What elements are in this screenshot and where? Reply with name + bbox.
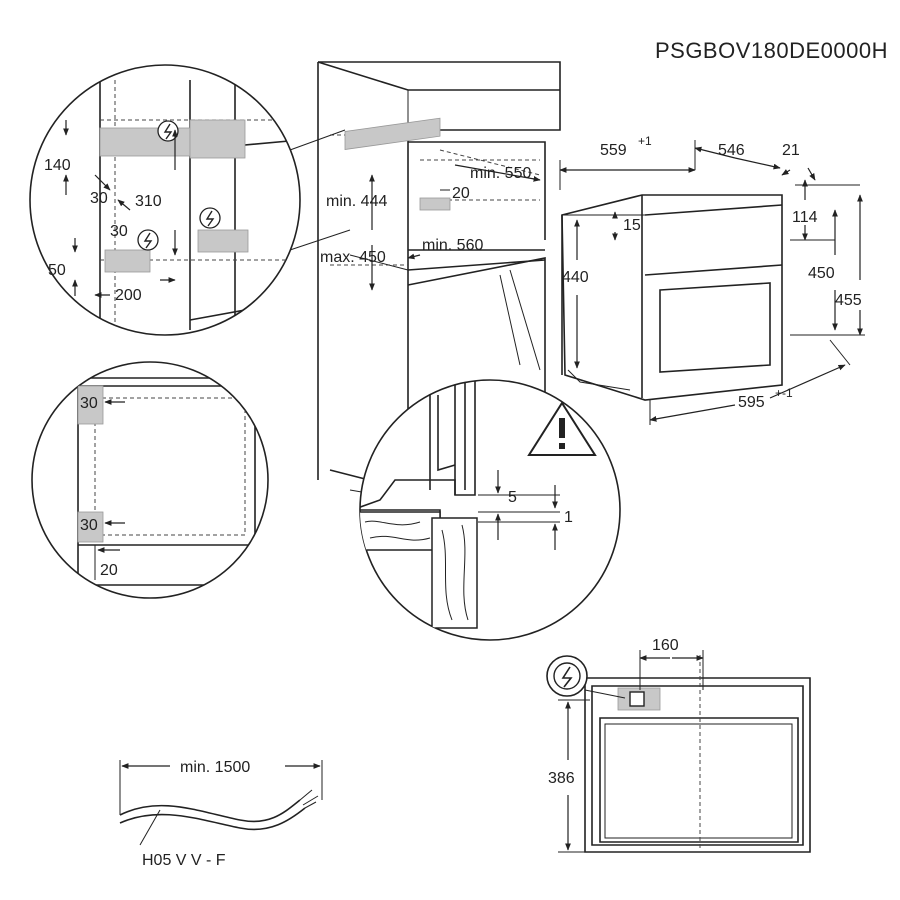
dim-140: 140	[44, 157, 71, 174]
detail-circle-mid-center: 5 1	[359, 379, 621, 641]
dim-height-side: 440	[562, 269, 589, 286]
electric-hazard-icon	[137, 229, 159, 251]
detail-connector-1	[289, 129, 351, 251]
dim-height-front: 455	[835, 292, 862, 309]
cable-min-length: min. 1500	[180, 759, 250, 776]
dim-5: 5	[508, 489, 517, 506]
dim-min-444: min. 444	[326, 193, 387, 210]
dim-50: 50	[48, 262, 66, 279]
front-view-drawing: 160 386	[546, 637, 811, 853]
dim-width-tol: +-1	[775, 386, 793, 400]
model-code: PSGBOV180DE0000H	[655, 38, 888, 63]
dim-310: 310	[135, 193, 162, 210]
detail-connector-2	[499, 269, 541, 371]
dim-30b: 30	[110, 223, 128, 240]
dim-height-body: 450	[808, 265, 835, 282]
dim-30-top: 30	[80, 395, 98, 412]
dim-top-offset: 114	[792, 209, 818, 226]
dim-160: 160	[652, 637, 679, 654]
oven-drawing: 559 +1 546 21 114 450 455 440 15 595 +-1	[559, 134, 865, 425]
dim-depth-total: 559	[600, 142, 627, 159]
dim-1: 1	[564, 509, 573, 526]
cable-type: H05 V V - F	[142, 852, 226, 869]
dim-200: 200	[115, 287, 142, 304]
dim-30a: 30	[90, 190, 108, 207]
dim-max-450: max. 450	[320, 249, 386, 266]
dim-20: 20	[100, 562, 118, 579]
dim-depth-total-tol: +1	[638, 134, 652, 148]
detail-circle-mid-left: 30 30 20	[31, 361, 269, 599]
dim-width: 595	[738, 394, 765, 411]
dim-gap-20: 20	[452, 185, 470, 202]
detail-circle-top-left: 140 30 310 30 50 200	[29, 64, 301, 336]
dim-min-560: min. 560	[422, 237, 483, 254]
cable-drawing: min. 1500 H05 V V - F	[119, 759, 323, 869]
electric-hazard-icon	[199, 207, 221, 229]
dim-386: 386	[548, 770, 575, 787]
dim-min-550: min. 550	[470, 165, 531, 182]
dim-30-bottom: 30	[80, 517, 98, 534]
dim-depth-body: 546	[718, 142, 745, 159]
electric-hazard-icon	[553, 662, 581, 690]
dim-front-thickness: 21	[782, 142, 800, 159]
dim-side-offset: 15	[623, 217, 641, 234]
